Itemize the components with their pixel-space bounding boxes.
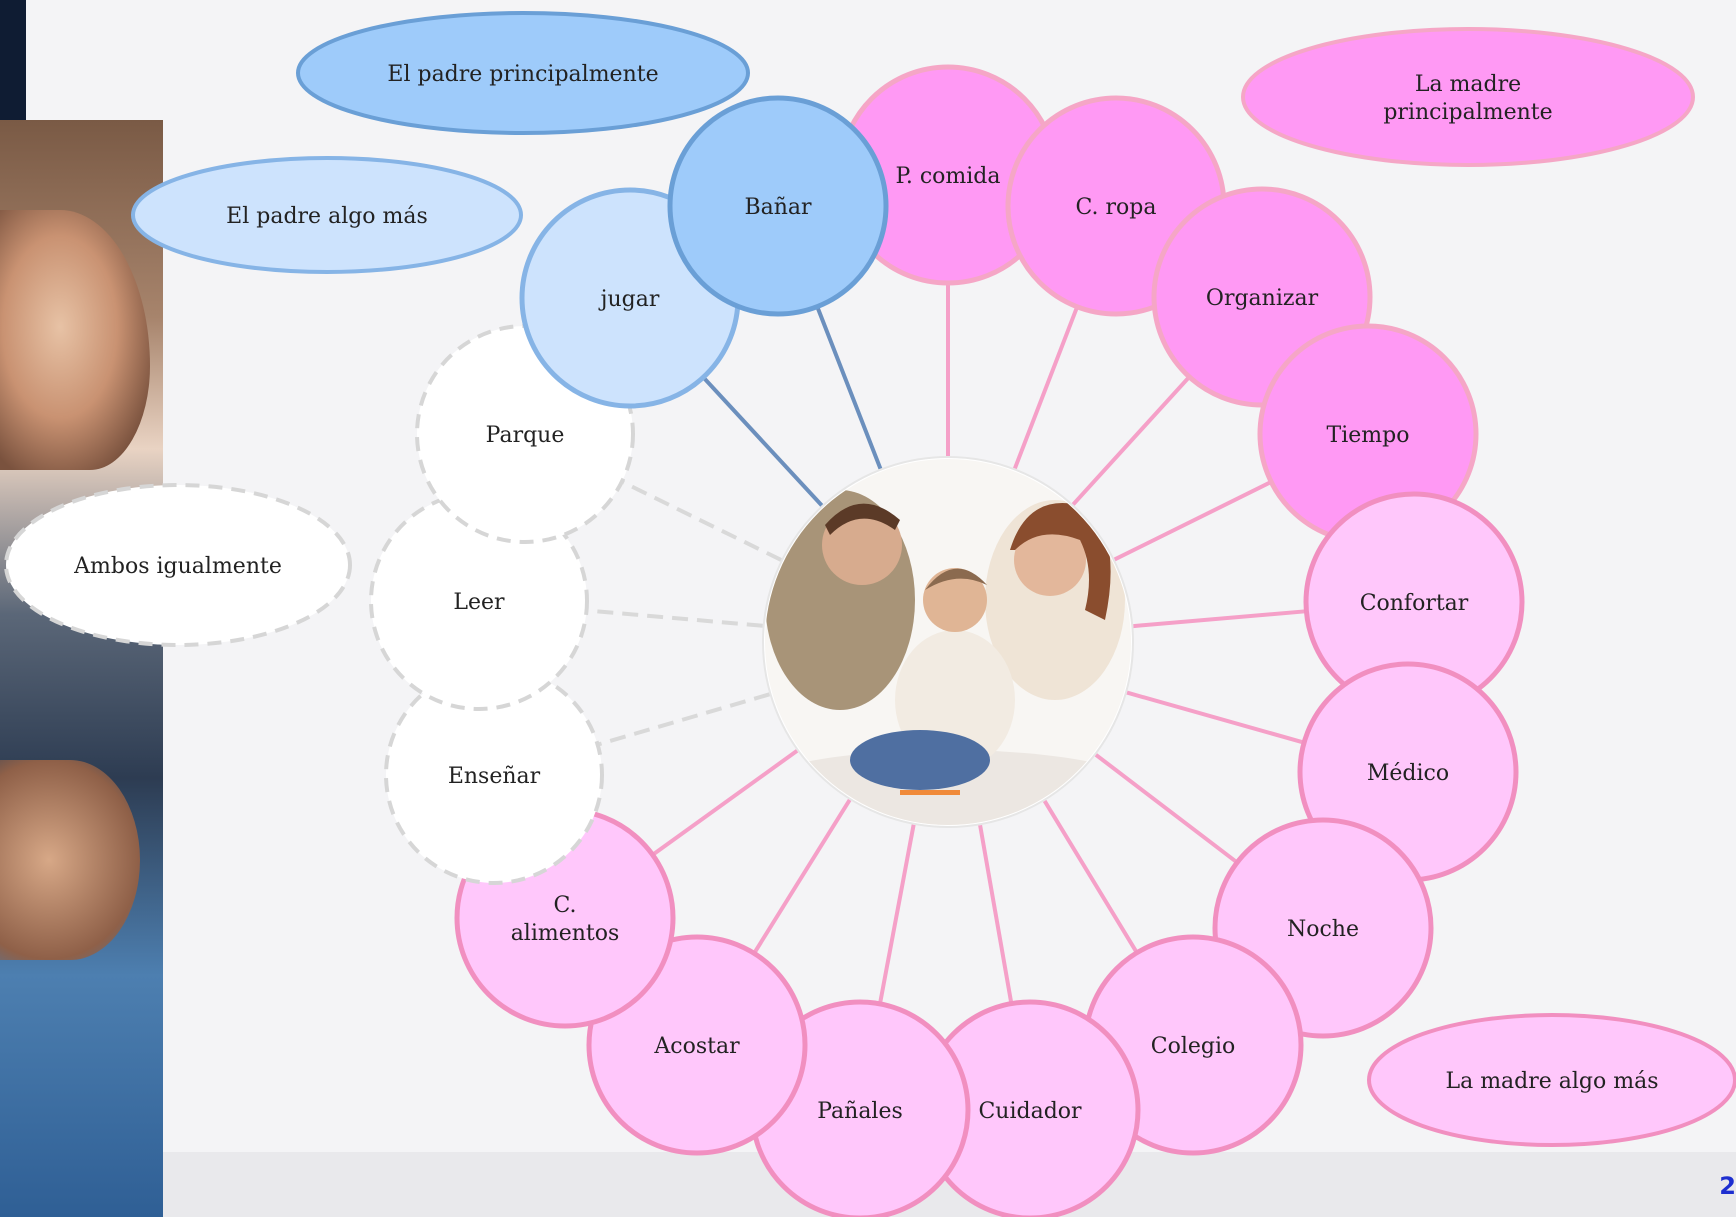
task-label: jugar	[598, 287, 660, 312]
task-label: Enseñar	[448, 764, 541, 789]
task-label: C. ropa	[1076, 195, 1157, 220]
legend-oval	[1241, 27, 1695, 167]
task-label: Pañales	[817, 1099, 903, 1124]
center-photo	[762, 456, 1134, 828]
legend-label: El padre principalmente	[387, 62, 658, 87]
legend-label: Ambos igualmente	[73, 554, 282, 579]
task-label: Médico	[1367, 761, 1449, 786]
task-label: Organizar	[1206, 286, 1319, 311]
page-number: 2	[1719, 1172, 1736, 1200]
task-label: Colegio	[1151, 1034, 1236, 1059]
spoke-leer	[584, 608, 763, 628]
spoke-organizar	[1071, 374, 1193, 506]
legend-oval	[131, 156, 523, 274]
task-label: Bañar	[744, 195, 812, 220]
spoke-panales	[877, 824, 916, 1007]
spoke-noche	[1094, 753, 1240, 866]
spoke-c-ropa	[1013, 304, 1080, 470]
spoke-colegio	[1042, 799, 1140, 956]
spoke-medico	[1126, 690, 1307, 746]
legend-father-some: El padre algo más	[131, 156, 523, 274]
task-label: Leer	[453, 590, 505, 615]
spoke-jugar	[700, 374, 824, 507]
spoke-parque	[619, 478, 782, 562]
legend-father-main: El padre principalmente	[296, 11, 750, 135]
legend: El padre principalmente El padre algo más…	[4, 11, 1736, 1147]
legend-oval	[1367, 1013, 1736, 1147]
task-circle	[667, 95, 889, 317]
legend-mother-some: La madre algo más	[1367, 1013, 1736, 1147]
spoke-confortar	[1133, 609, 1309, 629]
legend-label: La madre algo más	[1445, 1069, 1658, 1094]
task-label: Cuidador	[978, 1099, 1082, 1124]
spoke-banar	[814, 304, 883, 470]
corner-dark-band	[0, 0, 26, 130]
task-label: Confortar	[1360, 591, 1469, 616]
side-photo	[0, 120, 163, 1217]
spoke-tiempo	[1113, 479, 1274, 562]
task-label: Acostar	[653, 1034, 740, 1059]
spokes	[584, 281, 1309, 1007]
legend-label: El padre algo más	[226, 204, 428, 229]
spoke-acostar	[751, 798, 852, 957]
spoke-c-alimentos	[649, 749, 799, 858]
task-node-banar: Bañar	[667, 95, 889, 317]
legend-oval	[4, 483, 352, 647]
task-label: C.alimentos	[511, 893, 620, 946]
spoke-cuidador	[978, 824, 1014, 1006]
task-label: P. comida	[896, 164, 1001, 189]
task-label: Noche	[1287, 917, 1359, 942]
task-nodes: P. comida C. ropaOrganizarTiempoConfortar…	[369, 64, 1525, 1217]
family-photo	[765, 459, 1131, 825]
task-label: Parque	[486, 423, 565, 448]
spoke-ensenar	[595, 692, 771, 748]
side-photo-baby	[0, 760, 140, 960]
task-label: Tiempo	[1327, 423, 1410, 448]
legend-both: Ambos igualmente	[4, 483, 352, 647]
legend-oval	[296, 11, 750, 135]
